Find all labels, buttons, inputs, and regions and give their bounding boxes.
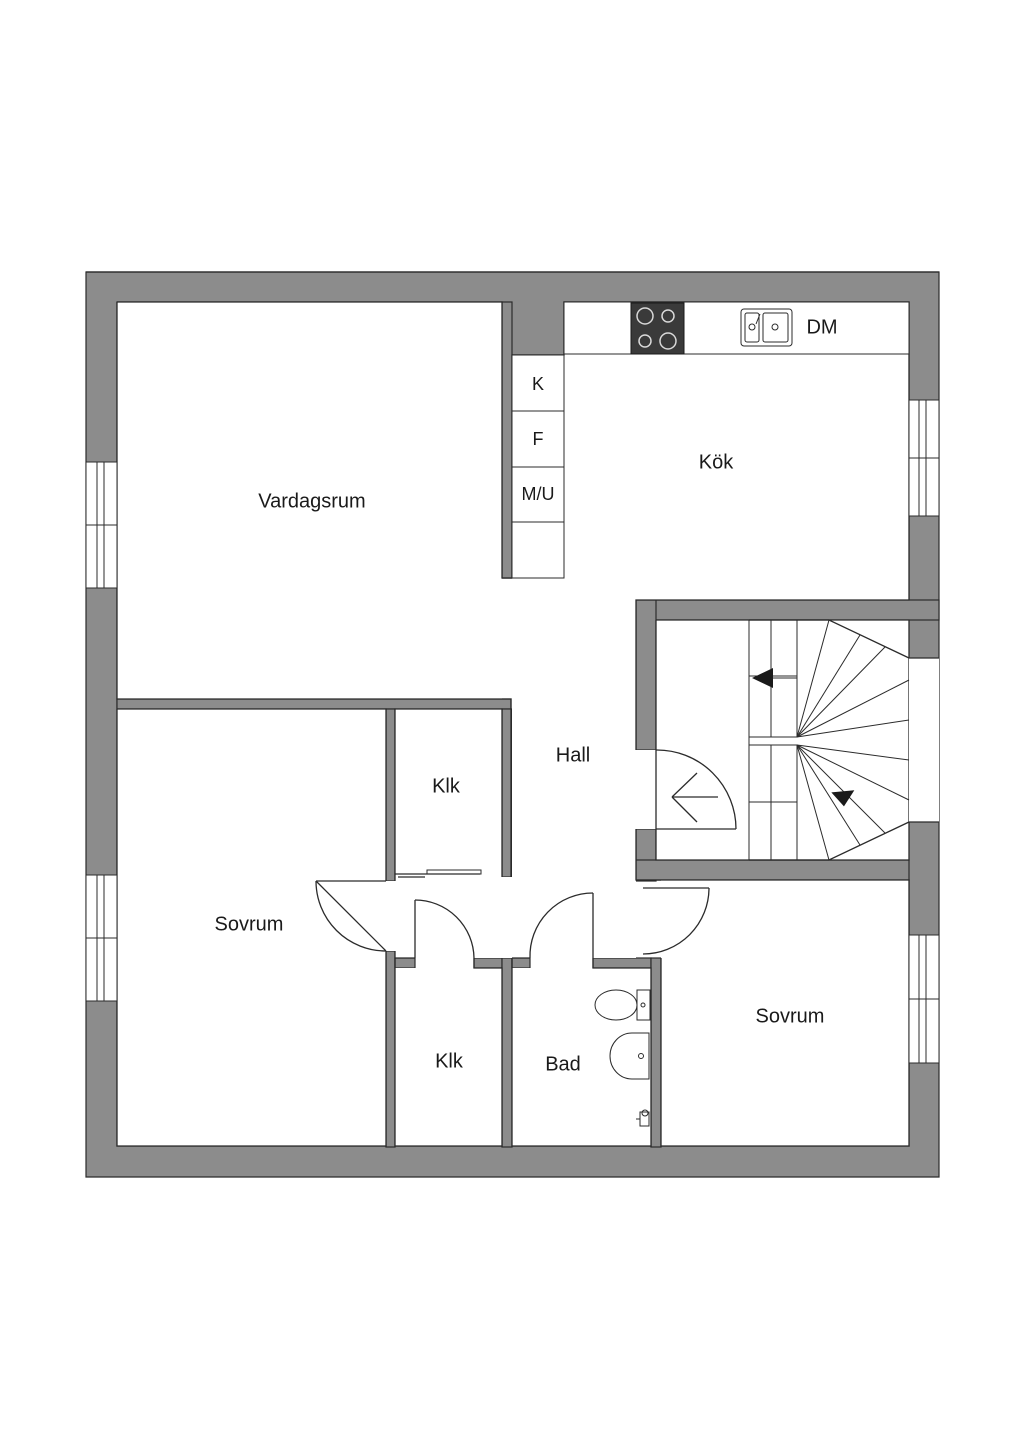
windows — [85, 399, 940, 1064]
door-entrance — [636, 749, 737, 830]
doors — [315, 749, 737, 959]
door-closet-upper-sliding — [395, 869, 482, 878]
dishwasher-label: DM — [806, 316, 837, 338]
room-label-hall: Hall — [556, 744, 590, 766]
door-bathroom — [529, 892, 594, 959]
room-label-closet-lower: Klk — [435, 1050, 464, 1072]
entrance-arrow-icon — [671, 772, 718, 823]
kitchen-counter: DM — [563, 301, 910, 355]
fridge-label: K — [532, 374, 544, 394]
room-label-kitchen: Kök — [699, 451, 734, 473]
freezer-label: F — [533, 429, 544, 449]
room-label-bedroom-left: Sovrum — [215, 913, 284, 935]
door-closet-lower — [414, 899, 475, 959]
shower-mixer-icon — [636, 1109, 650, 1127]
window-kitchen-east — [908, 399, 940, 517]
room-label-bathroom: Bad — [545, 1053, 581, 1075]
room-label-closet-upper: Klk — [432, 775, 461, 797]
washbasin-icon — [609, 1032, 650, 1080]
window-bedroom-west — [85, 874, 118, 1002]
stair-direction-arrow-icon — [752, 668, 855, 807]
room-label-living: Vardagsrum — [258, 490, 365, 512]
staircase — [748, 619, 910, 861]
toilet-icon — [594, 989, 651, 1021]
room-label-bedroom-right: Sovrum — [756, 1005, 825, 1027]
oven-microwave-label: M/U — [522, 484, 555, 504]
kitchen-tall-units: K F M/U — [511, 354, 565, 579]
door-bedroom-left — [315, 880, 395, 952]
sink-icon — [740, 308, 793, 347]
door-bedroom-right — [642, 887, 710, 955]
window-living-west — [85, 461, 118, 589]
window-bedroom-east — [908, 934, 940, 1064]
